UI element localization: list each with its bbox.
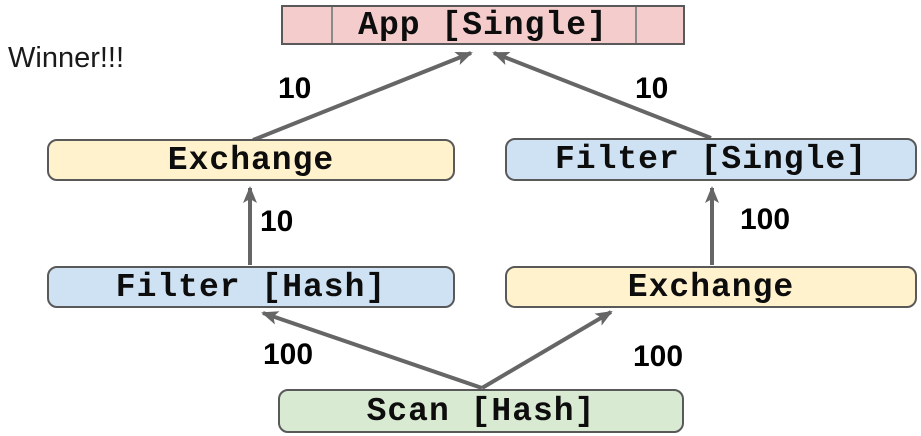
node-filter-single-label: Filter [Single] <box>554 141 868 178</box>
edge-filter-single-to-app <box>492 51 712 140</box>
edge-label-scan-to-filter-hash: 100 <box>263 338 314 371</box>
edge-label-exchange-right-to-filter-single: 100 <box>740 203 791 236</box>
node-exchange-right-label: Exchange <box>627 268 795 306</box>
edge-label-filter-single-to-app: 10 <box>635 72 669 105</box>
node-app-single-label: App [Single] <box>358 6 608 44</box>
edge-scan-to-filter-hash <box>261 311 483 390</box>
winner-annotation: Winner!!! <box>8 42 125 74</box>
node-scan-hash-label: Scan [Hash] <box>366 392 596 430</box>
edge-scan-to-exchange-right <box>480 310 613 390</box>
edge-label-scan-to-exchange-right: 100 <box>633 340 684 373</box>
edge-label-exchange-left-to-app: 10 <box>278 72 312 105</box>
node-exchange-right: Exchange <box>505 266 917 308</box>
app-right-divider <box>635 7 637 43</box>
node-exchange-left-label: Exchange <box>167 141 335 179</box>
node-filter-single: Filter [Single] <box>505 138 917 181</box>
app-left-divider <box>331 7 333 43</box>
node-app-single: App [Single] <box>281 5 685 45</box>
edge-exchange-left-to-app <box>252 51 473 142</box>
node-filter-hash-label: Filter [Hash] <box>115 268 387 306</box>
edge-label-filter-hash-to-exchange-left: 10 <box>260 205 294 238</box>
node-exchange-left: Exchange <box>47 139 455 181</box>
node-filter-hash: Filter [Hash] <box>47 266 455 308</box>
node-scan-hash: Scan [Hash] <box>278 389 684 433</box>
